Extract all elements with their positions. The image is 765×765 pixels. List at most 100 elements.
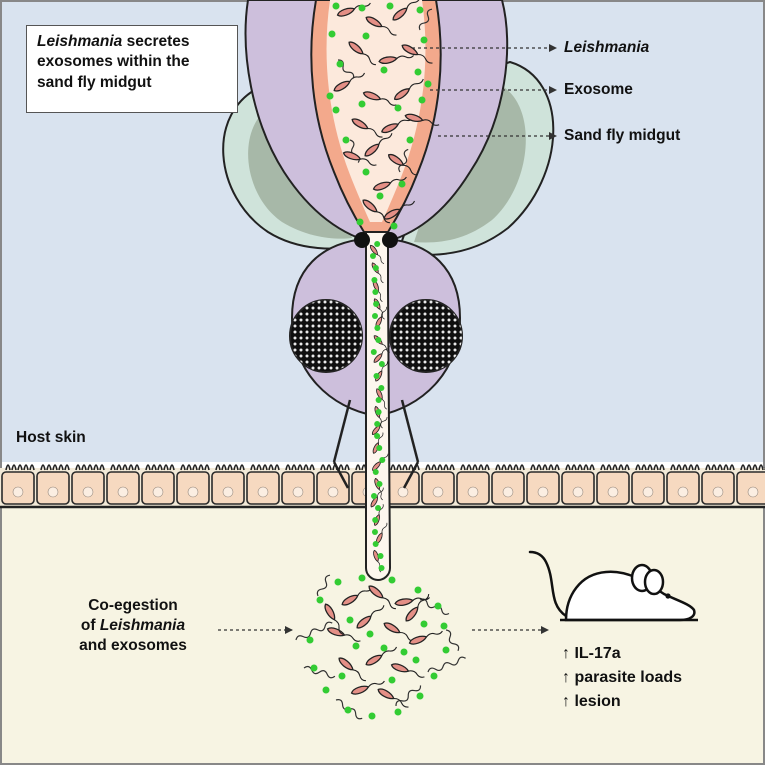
- exosome-icon: [372, 265, 379, 271]
- exosome-icon: [369, 253, 376, 259]
- eye-facet: [317, 306, 321, 310]
- eye-facet: [447, 348, 451, 352]
- exosome-icon: [356, 218, 364, 226]
- label-exosome: Exosome: [564, 81, 633, 98]
- mouse-icon: [528, 550, 698, 622]
- exosome-icon: [358, 100, 366, 108]
- exosome-icon: [366, 630, 374, 638]
- parasite-icon: [404, 113, 440, 126]
- eye-facet: [399, 336, 403, 340]
- exosome-icon: [398, 180, 406, 188]
- eye-facet: [429, 312, 433, 316]
- eye-facet: [341, 330, 345, 334]
- exosome-icon: [358, 4, 366, 12]
- eye-facet: [429, 300, 433, 304]
- exosome-icon: [372, 469, 379, 475]
- eye-facet: [441, 324, 445, 328]
- eye-facet: [299, 348, 303, 352]
- eye-facet: [293, 318, 297, 322]
- parasite-icon: [356, 605, 385, 629]
- coegestion-line2-pre: of: [80, 617, 100, 635]
- cell-nucleus: [152, 486, 164, 498]
- eye-facet: [417, 360, 421, 364]
- eye-facet: [429, 324, 433, 328]
- flagellum-squiggle: [295, 621, 333, 641]
- eye-facet: [353, 330, 357, 334]
- eye-facet: [335, 312, 339, 316]
- eye-facet: [453, 336, 457, 340]
- eye-facet: [399, 324, 403, 328]
- eye-facet: [317, 366, 321, 370]
- eye-facet: [429, 330, 433, 334]
- eye-facet: [311, 318, 315, 322]
- parasite-icon: [350, 680, 385, 695]
- eye-facet: [405, 336, 409, 340]
- exosome-icon: [442, 646, 450, 654]
- exosome-icon: [373, 301, 380, 307]
- parasite-icon: [364, 133, 393, 157]
- eye-facet: [399, 342, 403, 346]
- eye-facet: [353, 348, 357, 352]
- exosome-icon: [416, 692, 424, 700]
- exosome-icon: [344, 706, 352, 714]
- eye-facet: [435, 318, 439, 322]
- eye-facet: [411, 330, 415, 334]
- eye-facet: [447, 360, 451, 364]
- eye-facet: [405, 330, 409, 334]
- eye-facet: [299, 342, 303, 346]
- exosome-icon: [378, 385, 385, 391]
- exosome-icon: [376, 192, 384, 200]
- skin-hair: [180, 464, 210, 471]
- eye-facet: [447, 336, 451, 340]
- flagellum-squiggle: [395, 685, 422, 707]
- eye-facet: [447, 318, 451, 322]
- eye-facet: [323, 330, 327, 334]
- eye-facet: [347, 330, 351, 334]
- exosome-group: [306, 2, 450, 720]
- skin-hair: [460, 464, 490, 471]
- cell-nucleus: [642, 486, 654, 498]
- eye-facet: [417, 366, 421, 370]
- exosome-icon: [379, 457, 386, 463]
- parasite-icon: [324, 603, 344, 636]
- cell-nucleus: [572, 486, 584, 498]
- eye-facet: [417, 342, 421, 346]
- eye-facet: [323, 336, 327, 340]
- exosome-icon: [378, 361, 385, 367]
- eye-facet: [305, 342, 309, 346]
- eye-facet: [405, 354, 409, 358]
- eye-facet: [329, 312, 333, 316]
- eye-facet: [341, 336, 345, 340]
- eye-facet: [405, 318, 409, 322]
- eye-facet: [405, 342, 409, 346]
- exosome-icon: [322, 686, 330, 694]
- eye-facet: [429, 348, 433, 352]
- eye-facet: [435, 366, 439, 370]
- parasite-icon: [342, 151, 377, 166]
- eye-facet: [417, 330, 421, 334]
- eye-facet: [429, 306, 433, 310]
- parasite-icon: [377, 688, 409, 708]
- eye-facet: [341, 318, 345, 322]
- right-leg: [400, 399, 420, 463]
- eye-facet: [423, 330, 427, 334]
- exosome-icon: [334, 578, 342, 586]
- eye-facet: [323, 366, 327, 370]
- skin-hair: [40, 464, 70, 471]
- parasite-icon: [373, 345, 390, 363]
- skin-hair: [670, 464, 700, 471]
- eye-facet: [323, 300, 327, 304]
- eye-facet: [305, 354, 309, 358]
- exosome-icon: [332, 2, 340, 10]
- exosome-icon: [406, 136, 414, 144]
- cell-nucleus: [257, 486, 269, 498]
- flagellum-squiggle: [419, 598, 450, 615]
- exosome-icon: [440, 622, 448, 630]
- eye-facet: [323, 306, 327, 310]
- parasite-icon: [408, 630, 443, 645]
- label-midgut: Sand fly midgut: [564, 127, 681, 144]
- eye-facet: [317, 300, 321, 304]
- eye-facet: [417, 318, 421, 322]
- cell-nucleus: [47, 486, 59, 498]
- outcome-lesion: ↑ lesion: [562, 693, 621, 710]
